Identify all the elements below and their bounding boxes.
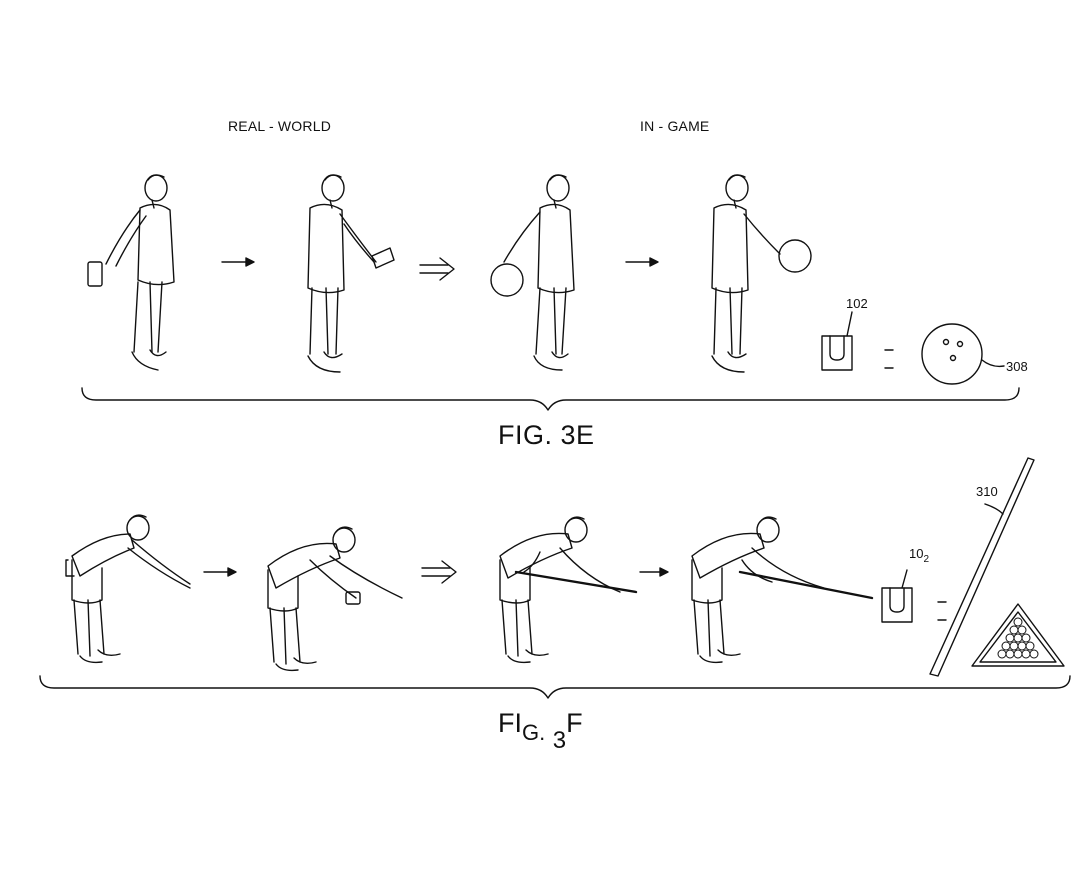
figure-caption-3f: FIG. 3F: [498, 708, 583, 754]
figure-3f-person-cue-back: [500, 517, 636, 662]
equivalence-sign: [885, 350, 893, 368]
pool-cue-310-icon: [930, 458, 1034, 676]
real-to-game-double-arrow: [422, 561, 456, 583]
sequence-arrow: [640, 568, 668, 576]
fig-3f-brace: [40, 676, 1070, 698]
caption-part: F: [566, 708, 583, 738]
figure-caption-3e: FIG. 3E: [498, 420, 595, 450]
caption-part: G.: [522, 720, 546, 745]
reference-numeral-310: 310: [976, 484, 998, 499]
bowling-ball-308-icon: [922, 324, 1004, 384]
controller-102-icon: [822, 312, 852, 370]
equivalence-sign: [938, 602, 946, 620]
sequence-arrow: [222, 258, 254, 266]
figure-3e-person-ball-back: [491, 175, 574, 370]
in-game-header: IN - GAME: [640, 118, 710, 134]
reference-numeral-308: 308: [1006, 359, 1028, 374]
figure-3f-person-reaching: [66, 515, 190, 662]
caption-part: 3: [552, 727, 567, 754]
reference-numeral-subscript: 2: [923, 554, 930, 565]
figure-3e-person-ball-forward: [712, 175, 811, 372]
reference-numeral-102: 102: [846, 296, 868, 311]
sequence-arrow: [626, 258, 658, 266]
caption-part: FI: [498, 708, 522, 738]
reference-numeral-10-2: 102: [909, 546, 929, 565]
real-world-header: REAL - WORLD: [228, 118, 332, 134]
controller-102-icon: [882, 570, 912, 622]
fig-3e-brace: [82, 388, 1019, 410]
sequence-arrow: [204, 568, 236, 576]
real-to-game-double-arrow: [420, 258, 454, 280]
figure-3f-person-cue-forward: [692, 517, 872, 662]
figure-3e-person-arm-back: [88, 175, 174, 370]
figure-3e-person-arm-forward: [308, 175, 394, 372]
reference-numeral-main: 10: [909, 546, 924, 561]
billiard-rack-icon: [972, 604, 1064, 666]
figure-3f-person-controller: [268, 527, 402, 670]
